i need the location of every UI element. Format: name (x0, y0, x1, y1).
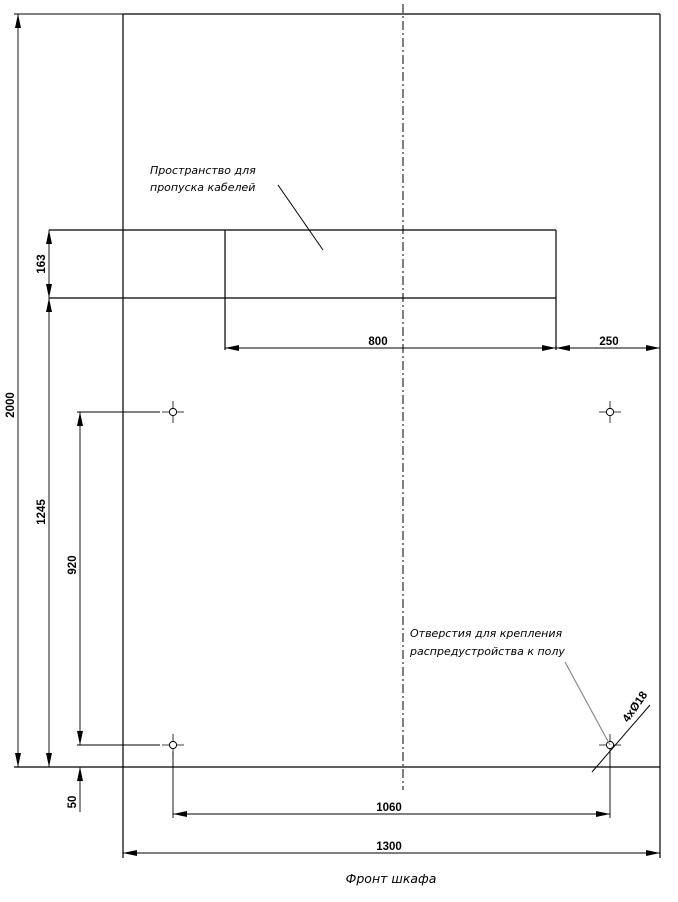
cable-space-note-line2: пропуска кабелей (150, 181, 255, 194)
dimension-total-width-label: 1300 (376, 841, 402, 853)
dimension-cable-width: 800 (225, 336, 556, 351)
dimension-hole-spacing-depth: 920 (67, 411, 160, 746)
cable-space-leader (277, 184, 324, 251)
hole-front-right (599, 401, 621, 423)
dimension-hole-front-distance-label: 1245 (36, 499, 48, 525)
dimension-total-width: 1300 (123, 841, 660, 856)
dimension-cable-width-label: 800 (368, 336, 387, 348)
dimension-right-margin: 250 (556, 336, 660, 351)
cable-space-note-line1: Пространство для (150, 164, 256, 177)
hole-front-left (162, 401, 184, 423)
holes-note: Отверстия для крепления распредустройств… (409, 627, 651, 773)
holes-note-leader (564, 661, 611, 746)
dimension-right-margin-label: 250 (599, 336, 618, 348)
front-caption: Фронт шкафа (346, 871, 437, 886)
mounting-holes (162, 401, 621, 756)
dimension-hole-spacing-depth-label: 920 (67, 555, 79, 574)
holes-callout-leader (591, 704, 651, 773)
dimension-front-offset-label: 50 (67, 796, 79, 809)
holes-note-line1: Отверстия для крепления (410, 627, 562, 640)
cable-space-note: Пространство для пропуска кабелей (150, 164, 324, 251)
dimension-total-depth-label: 2000 (5, 392, 17, 418)
dimension-hole-spacing-width: 1060 (172, 752, 611, 818)
dimension-cable-depth: 163 (36, 230, 52, 298)
dimension-total-depth: 2000 (5, 13, 123, 767)
dimension-hole-spacing-width-label: 1060 (376, 802, 402, 814)
holes-note-line2: распредустройства к полу (409, 645, 565, 658)
dimension-hole-front-distance: 1245 (36, 298, 52, 767)
dimension-front-offset: 50 (67, 767, 83, 812)
dimension-cable-depth-label: 163 (36, 254, 48, 273)
cabinet-outline (14, 13, 661, 858)
holes-callout-text: 4xØ18 (621, 689, 651, 725)
cable-space-area (49, 229, 557, 350)
